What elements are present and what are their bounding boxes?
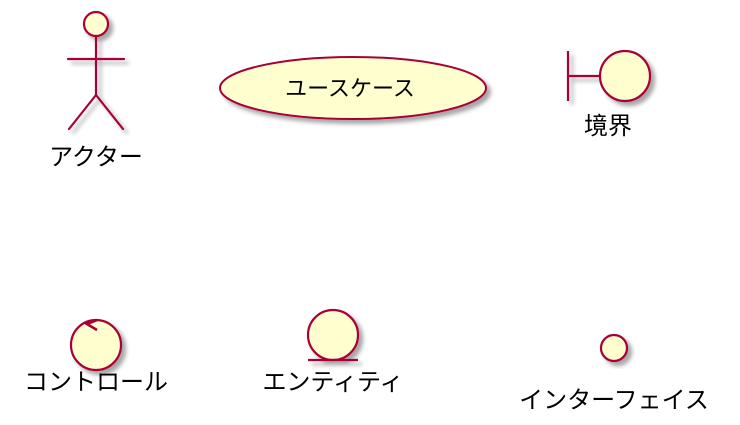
interface-label: インターフェイス [519, 386, 709, 414]
usecase-label: ユースケース [285, 77, 415, 102]
control-label: コントロール [24, 368, 168, 396]
control-shape[interactable]: コントロール [24, 318, 168, 396]
usecase-ellipse [219, 56, 487, 120]
entity-icon [306, 308, 360, 362]
actor-label: アクター [49, 143, 143, 171]
entity-shape[interactable]: エンティティ [262, 308, 404, 396]
boundary-icon [566, 49, 652, 103]
actor-icon [66, 10, 126, 131]
usecase-shape[interactable]: ユースケース [219, 56, 487, 120]
boundary-shape[interactable]: 境界 [566, 49, 652, 140]
boundary-label: 境界 [584, 112, 632, 140]
actor-shape[interactable]: アクター [49, 10, 143, 171]
interface-shape[interactable]: インターフェイス [519, 333, 709, 414]
interface-icon [599, 333, 629, 363]
entity-label: エンティティ [262, 368, 403, 396]
control-icon [69, 318, 123, 372]
